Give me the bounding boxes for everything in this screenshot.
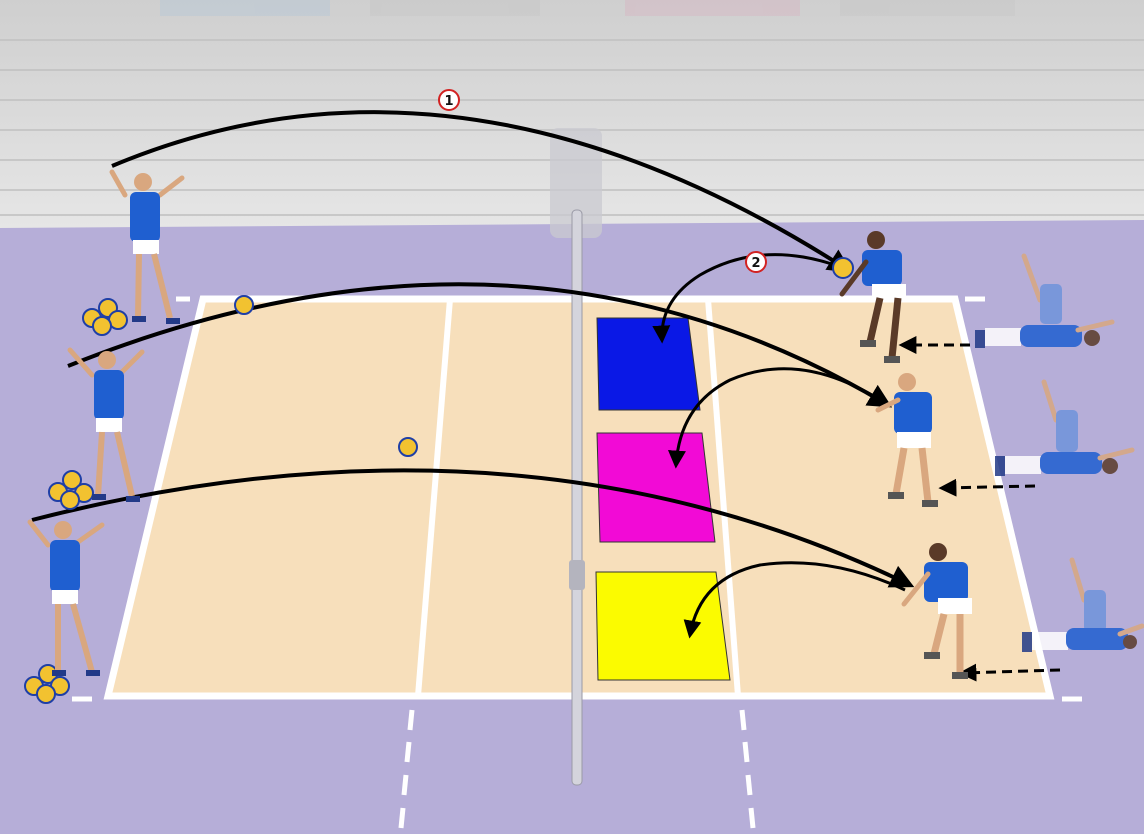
player-diving-2 <box>995 379 1135 476</box>
player-diving-3 <box>1022 557 1144 652</box>
ball-pile-3 <box>24 664 70 704</box>
net-pole <box>571 209 583 786</box>
target-zone-yellow <box>595 571 731 681</box>
volleyball-icon <box>832 257 854 279</box>
player-diving-1 <box>975 253 1115 348</box>
player-passer-3 <box>901 543 972 679</box>
ball-pile-1 <box>82 298 128 336</box>
attack-line-left <box>415 298 453 697</box>
net-post <box>550 128 602 786</box>
pass-trajectory-3 <box>683 561 906 639</box>
net-pole-joint <box>569 560 585 590</box>
attack-line-right <box>705 298 741 697</box>
player-server-3 <box>27 519 105 676</box>
player-server-2 <box>67 347 145 502</box>
pass-trajectory-1 <box>652 253 836 344</box>
player-passer-1 <box>839 231 906 363</box>
scoreboard-banners <box>160 0 1015 16</box>
volleyball-icon <box>234 295 254 315</box>
pass-trajectories <box>652 253 906 639</box>
balls-in-flight <box>234 257 854 457</box>
marker-1: 1 <box>438 89 460 111</box>
pass-trajectory-2 <box>667 367 881 469</box>
net-post-upper <box>550 128 602 238</box>
target-zone-blue <box>596 317 701 411</box>
player-server-1 <box>109 169 185 324</box>
free-zone-dashes <box>72 296 1082 829</box>
move-arrow-3 <box>958 663 1061 682</box>
movement-arrows <box>898 336 1061 682</box>
ball-pile-2 <box>48 470 94 510</box>
serve-trajectory-2 <box>67 282 893 408</box>
volleyball-icon <box>398 437 418 457</box>
serve-trajectory-1 <box>111 110 853 273</box>
player-passer-2 <box>875 373 938 507</box>
serve-trajectory-3 <box>31 468 915 588</box>
marker-2: 2 <box>745 251 767 273</box>
marker-2-label: 2 <box>751 256 760 271</box>
marker-1-label: 1 <box>444 94 453 109</box>
ball-trajectories <box>31 110 915 588</box>
